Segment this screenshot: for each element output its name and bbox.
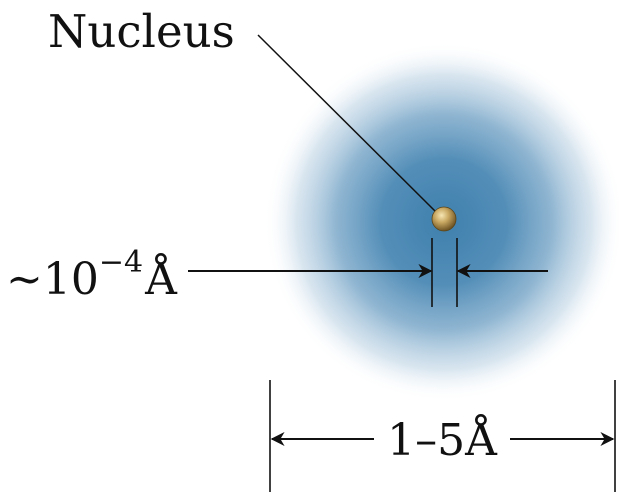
nucleus-label: Nucleus: [48, 5, 235, 58]
nucleus-size-unit: Å: [144, 252, 178, 305]
atom-size-label: 1–5Å: [387, 413, 498, 466]
nucleus-leader-line: [257, 34, 437, 213]
nucleus-size-exponent: −4: [99, 245, 143, 280]
nucleus-size-label: ~10−4Å: [6, 245, 178, 305]
nucleus-size-prefix: ~10: [6, 254, 99, 305]
nucleus: [431, 206, 457, 232]
